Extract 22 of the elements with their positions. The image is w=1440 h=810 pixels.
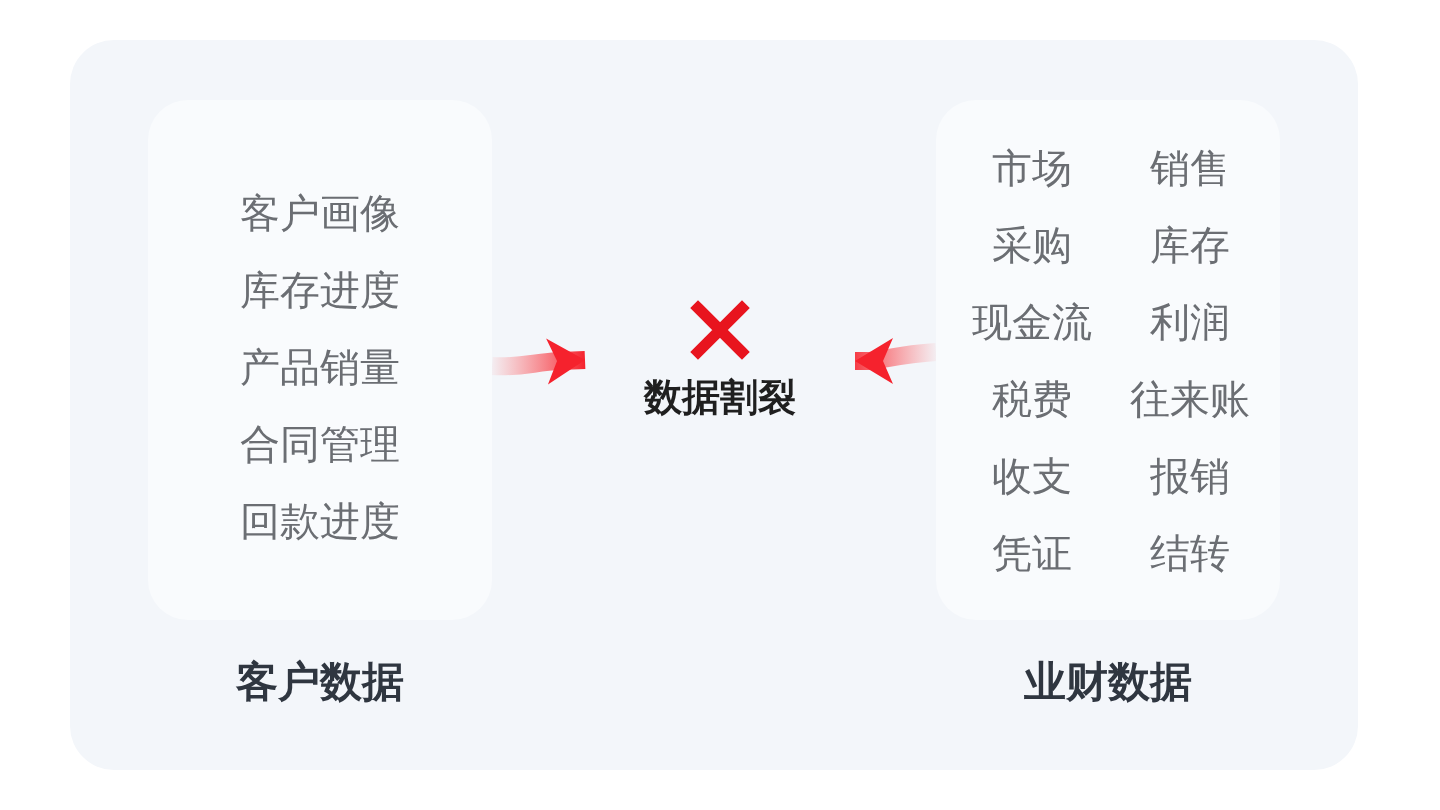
- data-item: 收支: [992, 456, 1072, 496]
- data-item: 税费: [992, 379, 1072, 419]
- data-item: 回款进度: [240, 501, 400, 541]
- data-item: 库存: [1150, 225, 1230, 265]
- card-heading: 客户数据: [236, 661, 404, 703]
- data-item: 销售: [1150, 148, 1230, 188]
- data-item: 产品销量: [240, 347, 400, 387]
- data-item: 结转: [1150, 533, 1230, 573]
- data-item: 合同管理: [240, 424, 400, 464]
- data-item: 利润: [1150, 302, 1230, 342]
- arrow: [855, 338, 937, 384]
- data-item: 报销: [1150, 456, 1230, 496]
- arrow: [491, 338, 586, 385]
- data-item: 往来账: [1130, 379, 1250, 419]
- data-item: 采购: [992, 225, 1072, 265]
- data-item: 市场: [992, 148, 1072, 188]
- data-item: 库存进度: [240, 270, 400, 310]
- status-label: 数据割裂: [644, 378, 796, 416]
- data-item: 客户画像: [240, 193, 400, 233]
- card-heading: 业财数据: [1024, 661, 1192, 703]
- data-item: 现金流: [972, 302, 1092, 342]
- data-item: 凭证: [992, 533, 1072, 573]
